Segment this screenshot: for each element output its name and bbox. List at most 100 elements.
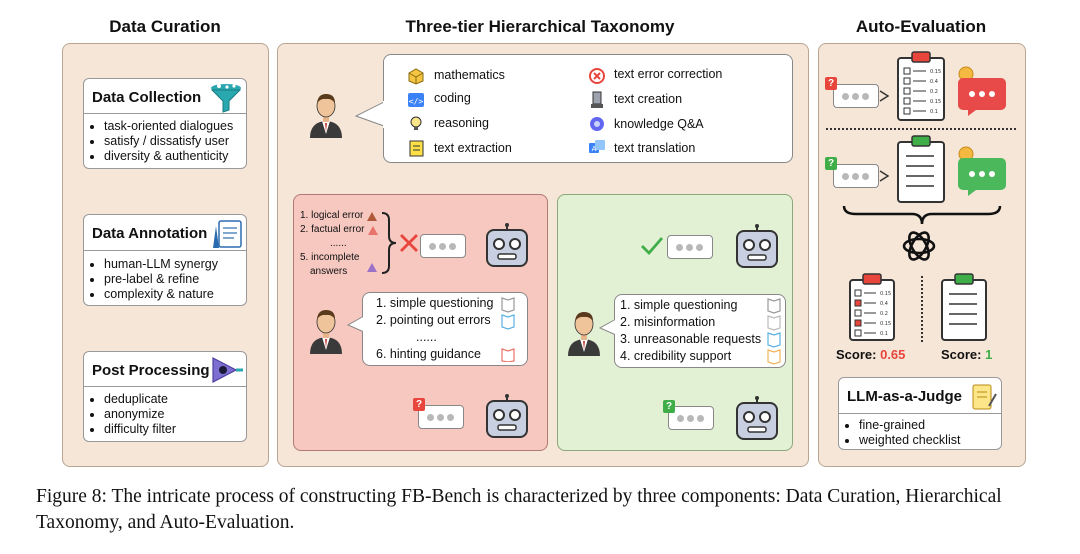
error-item: ...... xyxy=(330,238,347,249)
data-curation-title: Data Curation xyxy=(109,17,221,36)
checklist-weight: 0.1 xyxy=(880,331,888,337)
task-text-creation: text creation xyxy=(614,92,683,106)
judge-notepad-icon xyxy=(972,384,997,410)
green-feedback-item: 2. misinformation xyxy=(620,315,716,329)
question-dots-bubble xyxy=(668,406,714,430)
book-icons xyxy=(767,298,781,365)
openai-logo-icon xyxy=(902,231,936,261)
taxonomy-title: Three-tier Hierarchical Taxonomy xyxy=(405,17,675,36)
error-item: 1. logical error xyxy=(300,210,364,221)
checklist-clipboard-icon: 0.15 0.4 0.2 0.15 0.1 xyxy=(849,273,895,341)
task-mathematics: mathematics xyxy=(434,68,505,82)
annotation-icon xyxy=(213,220,242,248)
score-label: Score: xyxy=(941,347,982,362)
llm-judge-item: weighted checklist xyxy=(859,433,960,448)
question-badge: ? xyxy=(825,157,837,170)
question-dots-bubble xyxy=(418,405,464,429)
checklist-weight: 0.4 xyxy=(930,79,938,85)
knowledge-icon xyxy=(588,115,606,133)
red-feedback-item: 1. simple questioning xyxy=(376,296,494,310)
person-icon xyxy=(310,94,342,138)
green-feedback-item: 3. unreasonable requests xyxy=(620,332,762,346)
dotted-divider xyxy=(826,128,1016,130)
arrow-icon xyxy=(879,90,890,102)
checklist-weight: 0.2 xyxy=(880,311,888,317)
score-right: Score: 1 xyxy=(941,347,992,362)
checklist-weight: 0.4 xyxy=(880,301,888,307)
question-badge: ? xyxy=(663,400,675,413)
red-feedback-list: 1. simple questioning 2. pointing out er… xyxy=(376,295,493,363)
score-left: Score: 0.65 xyxy=(836,347,905,362)
question-badge: ? xyxy=(413,398,425,411)
task-text-translation: text translation xyxy=(614,141,696,155)
process-icon xyxy=(212,357,243,383)
score-value-red: 0.65 xyxy=(880,347,906,362)
error-list: 1. logical error 2. factual error ......… xyxy=(300,209,379,279)
checklist-weight: 0.2 xyxy=(930,89,938,95)
green-feedback-list: 1. simple questioning 2. misinformation … xyxy=(620,297,761,365)
robot-icon xyxy=(486,223,528,267)
data-annotation-item: pre-label & refine xyxy=(104,272,218,287)
response-dots-bubble xyxy=(420,234,466,258)
cube-icon xyxy=(407,67,425,85)
svg-text:</>: </> xyxy=(409,97,424,106)
arrow-icon xyxy=(879,170,890,182)
post-processing-item: deduplicate xyxy=(104,392,176,407)
checklist-clipboard-icon: 0.15 0.4 0.2 0.15 0.1 xyxy=(897,51,945,121)
person-icon xyxy=(310,310,342,354)
question-badge: ? xyxy=(825,77,837,90)
error-correction-icon xyxy=(588,67,606,85)
llm-judge-card: LLM-as-a-Judge fine-grained weighted che… xyxy=(838,377,1002,450)
translation-icon: A xyxy=(588,139,606,157)
warning-icon xyxy=(367,211,378,221)
funnel-icon xyxy=(210,84,242,113)
checklist-weight: 0.15 xyxy=(930,99,941,105)
task-knowledge-qa: knowledge Q&A xyxy=(614,117,704,131)
checklist-clipboard-icon xyxy=(897,135,945,203)
green-feedback-bubble xyxy=(614,294,786,368)
text-creation-icon xyxy=(588,91,606,109)
data-collection-item: task-oriented dialogues xyxy=(104,119,233,134)
bubble-tail xyxy=(598,318,618,337)
dialogue-dots-bubble xyxy=(833,164,879,188)
check-icon xyxy=(641,237,664,256)
curly-brace xyxy=(381,212,397,274)
checklist-weight: 0.15 xyxy=(930,69,941,75)
score-value-green: 1 xyxy=(985,347,993,362)
data-annotation-item: human-LLM synergy xyxy=(104,257,218,272)
task-coding: coding xyxy=(434,91,471,105)
document-icon xyxy=(407,139,425,157)
data-annotation-card: Data Annotation human-LLM synergy pre-la… xyxy=(83,214,247,306)
error-item: answers xyxy=(310,266,348,277)
lightbulb-icon xyxy=(407,114,425,132)
figure-caption: Figure 8: The intricate process of const… xyxy=(36,486,1002,533)
post-processing-item: anonymize xyxy=(104,407,176,422)
bubble-tail xyxy=(346,315,366,334)
red-feedback-item: 2. pointing out errors xyxy=(376,313,491,327)
green-feedback-item: 4. credibility support xyxy=(620,349,732,363)
svg-text:A: A xyxy=(592,145,597,153)
data-collection-item: diversity & authenticity xyxy=(104,149,233,164)
post-processing-heading: Post Processing xyxy=(92,362,210,379)
checklist-weight: 0.1 xyxy=(930,109,938,115)
code-icon: </> xyxy=(407,91,425,109)
task-reasoning: reasoning xyxy=(434,116,489,130)
data-annotation-item: complexity & nature xyxy=(104,287,218,302)
error-item: 2. factual error xyxy=(300,224,365,235)
llm-judge-item: fine-grained xyxy=(859,418,960,433)
data-collection-item: satisfy / dissatisfy user xyxy=(104,134,233,149)
response-dots-bubble xyxy=(667,235,713,259)
checklist-weight: 0.15 xyxy=(880,321,891,327)
robot-icon xyxy=(736,396,778,440)
book-icons xyxy=(501,297,515,362)
bubble-tail xyxy=(354,101,386,128)
robot-icon xyxy=(736,224,778,268)
red-chat-bubble-icon xyxy=(958,66,1006,116)
warning-icon xyxy=(367,262,378,272)
data-annotation-heading: Data Annotation xyxy=(92,225,208,242)
data-collection-card: Data Collection task-oriented dialogues … xyxy=(83,78,247,169)
horizontal-brace xyxy=(842,205,1002,225)
green-feedback-item: 1. simple questioning xyxy=(620,298,738,312)
task-text-error-correction: text error correction xyxy=(614,67,723,81)
green-chat-bubble-icon xyxy=(958,146,1006,196)
